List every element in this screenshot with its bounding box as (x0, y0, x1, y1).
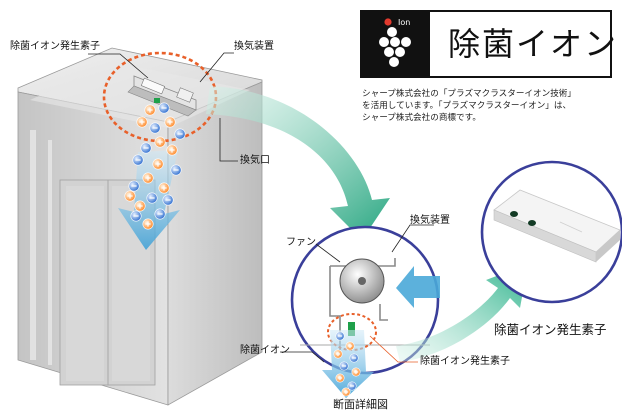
minus-ion-icon (140, 142, 152, 154)
sterilizing-ion-logo: Ion 除菌イオン (360, 10, 616, 78)
minus-ion-icon (149, 122, 161, 134)
ion-element-closeup (493, 189, 621, 263)
plus-ion-icon (335, 373, 345, 383)
description-line: シャープ株式会社の「プラズマクラスターイオン技術」 (362, 89, 576, 99)
label-ion-element-right: 除菌イオン発生素子 (494, 322, 607, 337)
plus-ion-icon (136, 116, 148, 128)
plus-ion-icon (158, 182, 170, 194)
minus-ion-icon (339, 361, 349, 371)
label-ventilation-top: 換気装置 (234, 41, 274, 52)
minus-ion-icon (162, 194, 174, 206)
minus-ion-icon (170, 164, 182, 176)
minus-ion-icon (130, 210, 142, 222)
label-vent-port: 換気口 (240, 155, 270, 166)
minus-ion-icon (335, 331, 345, 341)
label-fan: ファン (286, 237, 316, 248)
label-sterilizing-ion: 除菌イオン (240, 345, 290, 356)
minus-ion-icon (174, 128, 186, 140)
plus-ion-icon (345, 341, 355, 351)
label-ventilation-detail: 換気装置 (410, 215, 450, 226)
minus-ion-icon (349, 353, 359, 363)
minus-ion-icon (347, 381, 357, 391)
plus-ion-icon (134, 200, 146, 212)
elevator-car (17, 47, 263, 406)
plus-ion-icon (154, 136, 166, 148)
air-inlet-arrow (396, 266, 440, 308)
ion-particles-top (124, 102, 186, 230)
zoom-arrow-to-element (396, 264, 528, 362)
trademark-description: シャープ株式会社の「プラズマクラスターイオン技術」 を活用しています。「プラズマ… (362, 88, 620, 124)
minus-ion-icon (132, 154, 144, 166)
plus-ion-icon (142, 218, 154, 230)
label-ion-element-top: 除菌イオン発生素子 (10, 41, 100, 52)
minus-ion-icon (154, 208, 166, 220)
ion-grape-mark-icon: Ion (362, 12, 430, 76)
label-ion-element-detail: 除菌イオン発生素子 (420, 356, 510, 367)
plus-ion-icon (333, 349, 343, 359)
plus-ion-icon (351, 367, 361, 377)
ion-particles-detail (333, 331, 361, 397)
ventilation-device (127, 75, 197, 117)
logo-mark-text: Ion (398, 18, 410, 27)
ion-element-marker (154, 98, 160, 103)
minus-ion-icon (128, 180, 140, 192)
detail-caption: 断面詳細図 (333, 398, 388, 411)
minus-ion-icon (158, 102, 170, 114)
logo-title: 除菌イオン (448, 25, 619, 63)
description-line: を活用しています。「プラズマクラスターイオン」は、 (362, 101, 572, 111)
ion-element-detail (348, 322, 355, 336)
plus-ion-icon (142, 172, 154, 184)
dashed-highlight-detail (327, 313, 377, 351)
description-line: シャープ株式会社の商標です。 (362, 113, 481, 123)
plus-ion-icon (166, 144, 178, 156)
plus-ion-icon (144, 104, 156, 116)
plus-ion-icon (341, 387, 351, 397)
plus-ion-icon (164, 116, 176, 128)
minus-ion-icon (146, 192, 158, 204)
detail-internals (300, 258, 440, 398)
zoom-arrow-to-detail (206, 86, 390, 240)
plus-ion-icon (124, 190, 136, 202)
plus-ion-icon (152, 158, 164, 170)
